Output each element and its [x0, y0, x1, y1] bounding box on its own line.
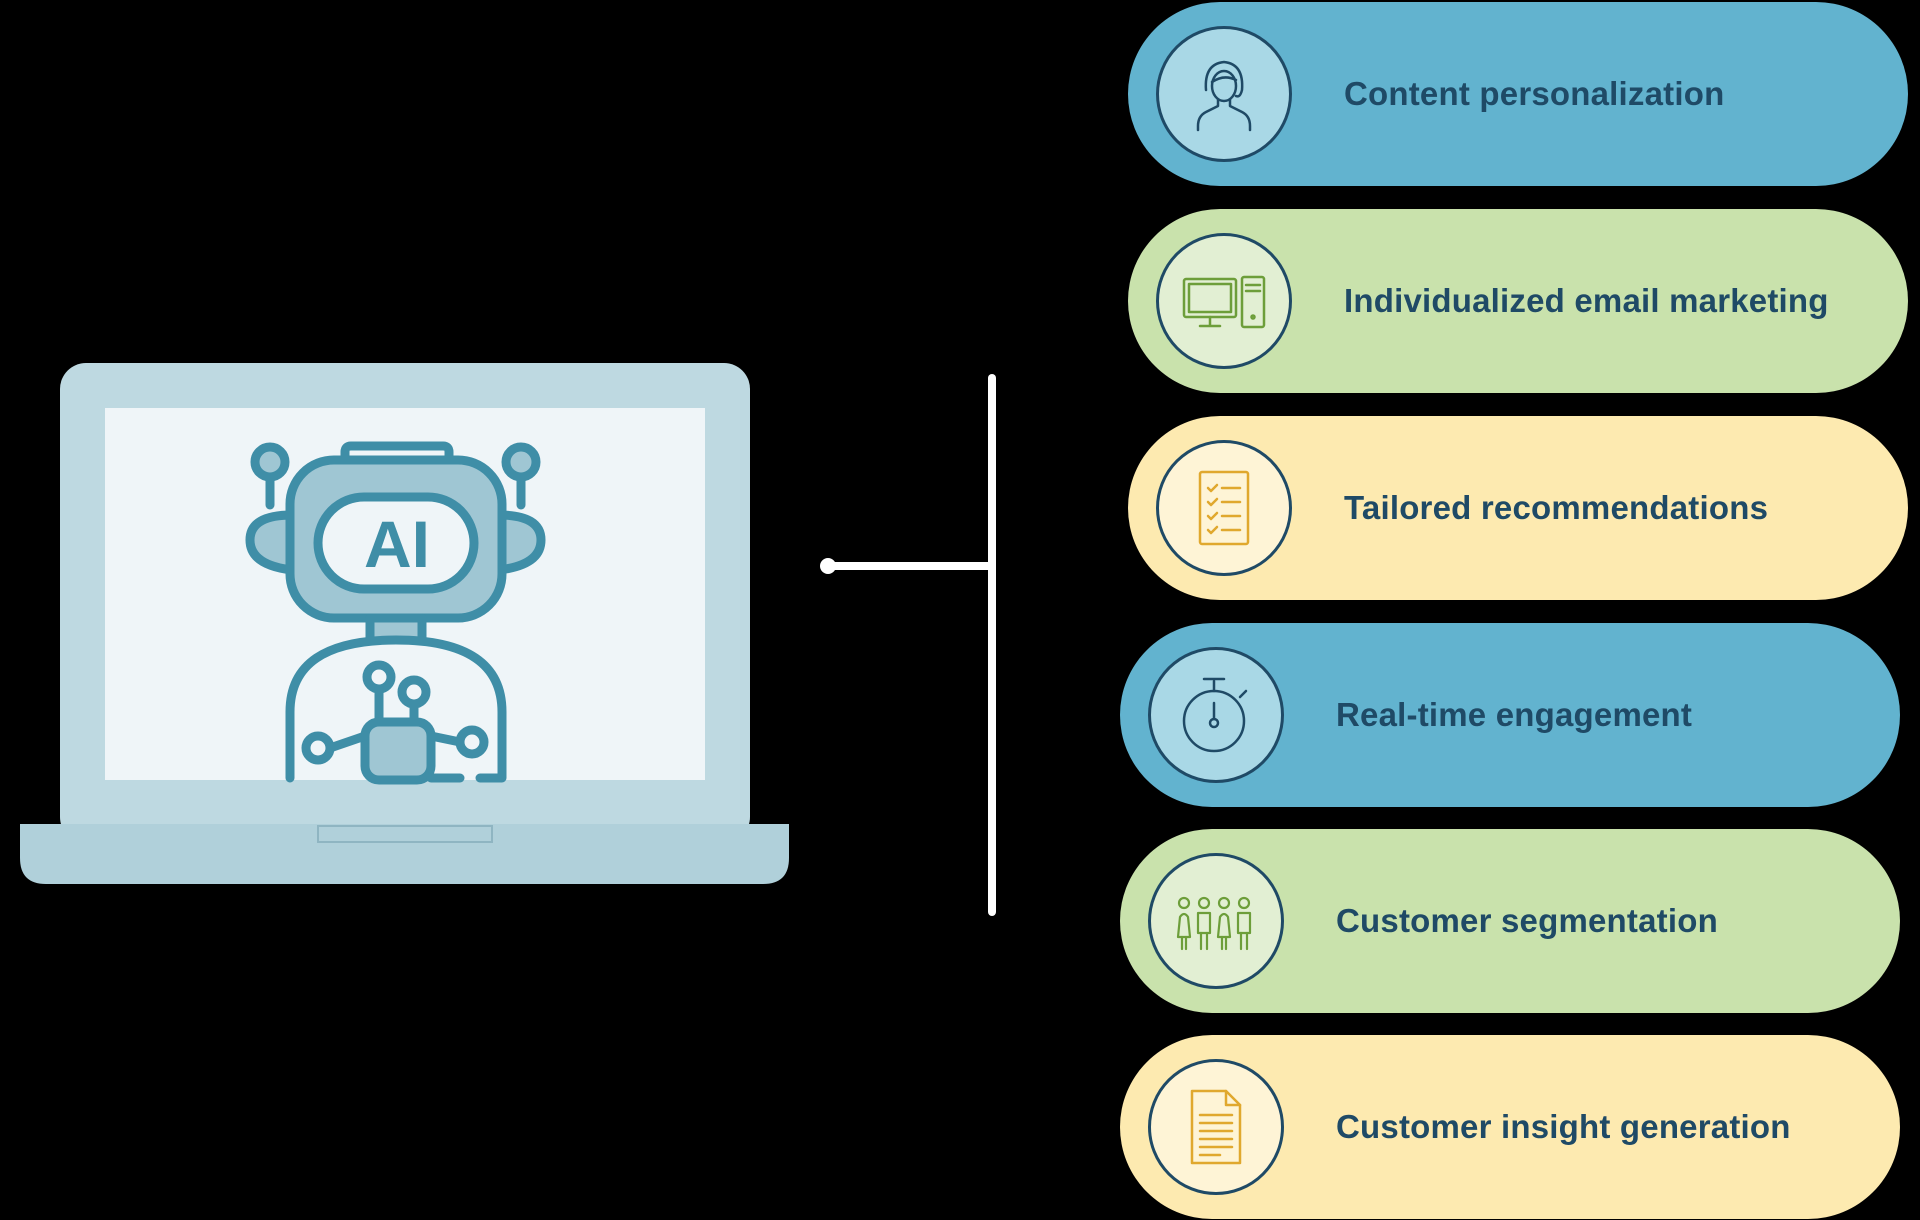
person-icon: [1156, 26, 1292, 162]
laptop-trackpad-notch: [317, 825, 493, 843]
connector: [824, 374, 996, 916]
checklist-icon: [1156, 440, 1292, 576]
item-label: Tailored recommendations: [1344, 489, 1769, 526]
item-tailored-recommendations: Tailored recommendations: [1128, 416, 1908, 600]
item-label: Content personalization: [1344, 75, 1725, 112]
item-label: Individualized email marketing: [1344, 282, 1829, 319]
item-label: Real-time engagement: [1336, 696, 1693, 733]
item-label: Customer segmentation: [1336, 902, 1718, 939]
stopwatch-icon: [1148, 647, 1284, 783]
item-label: Customer insight generation: [1336, 1108, 1791, 1145]
item-content-personalization: Content personalization: [1128, 2, 1908, 186]
robot-icon: [245, 441, 546, 785]
item-email-marketing: Individualized email marketing: [1128, 209, 1908, 393]
connector-dot: [820, 558, 836, 574]
item-customer-segmentation: Customer segmentation: [1120, 829, 1900, 1013]
people-group-icon: [1148, 853, 1284, 989]
item-customer-insight: Customer insight generation: [1120, 1035, 1900, 1219]
item-real-time-engagement: Real-time engagement: [1120, 623, 1900, 807]
robot-ai-text: AI: [364, 507, 430, 581]
computer-icon: [1156, 233, 1292, 369]
document-icon: [1148, 1059, 1284, 1195]
laptop-base: [20, 824, 789, 884]
